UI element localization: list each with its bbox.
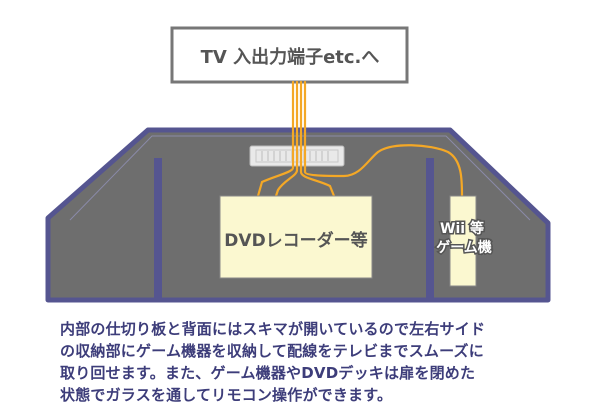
right-partition xyxy=(426,158,434,300)
caption-text: 内部の仕切り板と背面にはスキマが開いているので左右サイド の収納部にゲーム機器を… xyxy=(60,318,560,406)
game-console-label-line1: Wii 等 xyxy=(440,220,484,237)
av-cables xyxy=(256,80,464,198)
dvd-recorder-label: DVDレコーダー等 xyxy=(224,230,367,251)
dvd-recorder-box: DVDレコーダー等 xyxy=(219,195,373,279)
tv-terminal-label: TV 入出力端子etc.へ xyxy=(201,46,380,68)
left-partition xyxy=(154,158,162,300)
caption-line-4: 状態でガラスを通してリモコン操作ができます。 xyxy=(60,386,393,404)
tv-terminal-box: TV 入出力端子etc.へ xyxy=(170,26,409,84)
caption-line-1: 内部の仕切り板と背面にはスキマが開いているので左右サイド xyxy=(60,320,486,338)
caption-line-3: 取り回せます。また、ゲーム機器やDVDデッキは扉を閉めた xyxy=(60,364,476,382)
game-console-box: Wii 等 ゲーム機 xyxy=(435,195,493,287)
game-console-label-line2: ゲーム機 xyxy=(436,239,492,256)
caption-line-2: の収納部にゲーム機器を収納して配線をテレビまでスムーズに xyxy=(60,342,484,360)
